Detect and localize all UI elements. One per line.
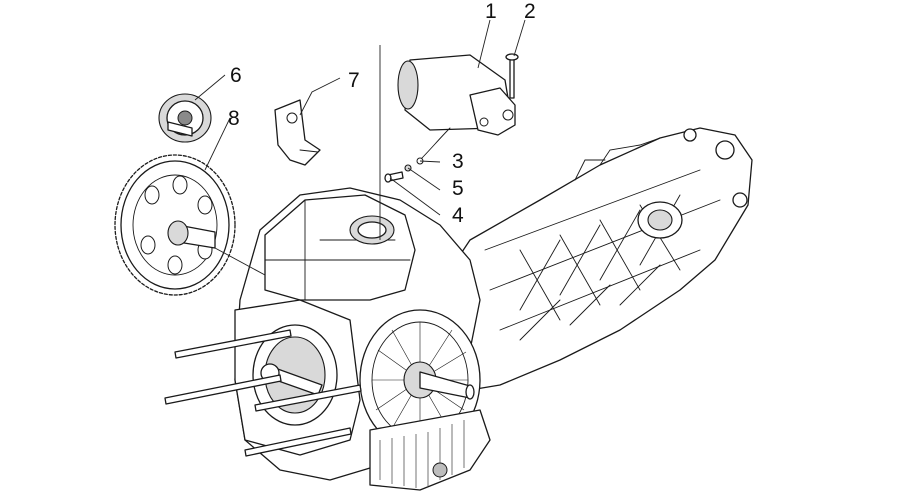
leader-lines <box>194 19 526 276</box>
starter-motor <box>397 54 516 136</box>
starter-ring-gear <box>114 154 236 296</box>
callout-7: 7 <box>348 69 360 92</box>
sump-fins <box>379 420 465 488</box>
starter-bolt <box>505 53 519 99</box>
crankcase <box>234 127 753 491</box>
callout-4: 4 <box>452 204 464 227</box>
starter-cable <box>419 127 451 161</box>
callout-6: 6 <box>230 64 242 87</box>
callout-1: 1 <box>485 0 497 23</box>
callout-2: 2 <box>524 0 536 23</box>
callout-3: 3 <box>452 150 464 173</box>
oil-sump <box>369 409 491 491</box>
callout-5: 5 <box>452 177 464 200</box>
callout-numbers: 1 2 3 5 4 7 6 8 <box>228 0 536 227</box>
callout-8: 8 <box>228 107 240 130</box>
cylinder-studs <box>164 329 362 457</box>
intermediate-gear <box>158 93 212 143</box>
mounting-bracket <box>274 99 321 166</box>
